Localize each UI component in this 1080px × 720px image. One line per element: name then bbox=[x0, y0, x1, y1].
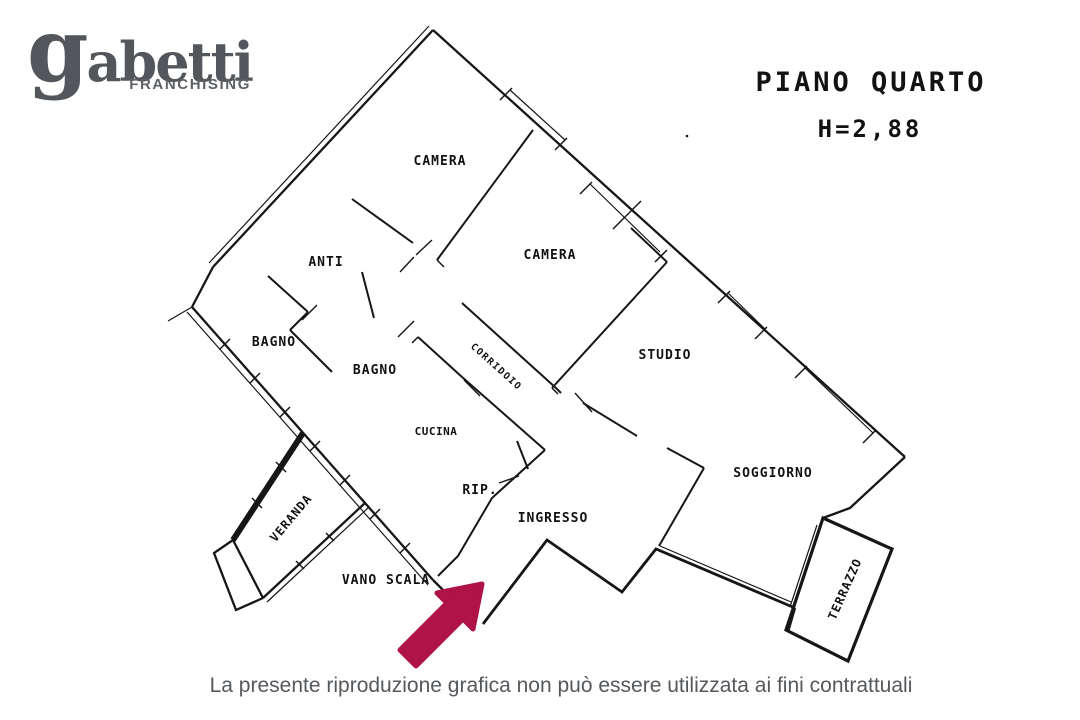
room-label-anti: ANTI bbox=[308, 255, 343, 270]
floor-title: PIANO QUARTO bbox=[755, 67, 986, 98]
ceiling-height-label: H=2,88 bbox=[818, 115, 923, 143]
room-label-vano-scala: VANO SCALA bbox=[342, 573, 430, 588]
terrazzo-structure bbox=[784, 515, 895, 664]
room-labels: CAMERA CAMERA ANTI BAGNO BAGNO CORRIDOIO… bbox=[252, 154, 865, 622]
disclaimer-text: La presente riproduzione grafica non può… bbox=[209, 674, 913, 697]
entrance-arrow-icon bbox=[397, 581, 485, 669]
logo-subtitle: FRANCHISING bbox=[129, 76, 251, 93]
exterior-walls bbox=[167, 25, 906, 633]
gabetti-logo: gabetti FRANCHISING bbox=[27, 6, 255, 94]
interior-walls bbox=[267, 129, 705, 577]
door-swing-marks bbox=[301, 239, 593, 484]
room-label-soggiorno: SOGGIORNO bbox=[733, 466, 812, 481]
veranda-structure bbox=[212, 431, 370, 612]
room-label-cucina: CUCINA bbox=[415, 425, 458, 438]
room-label-veranda: VERANDA bbox=[267, 491, 315, 544]
room-label-ingresso: INGRESSO bbox=[518, 511, 589, 526]
room-label-camera-1: CAMERA bbox=[414, 154, 467, 169]
room-label-corridoio: CORRIDOIO bbox=[468, 341, 524, 393]
room-label-studio: STUDIO bbox=[639, 348, 692, 363]
room-label-bagno-1: BAGNO bbox=[252, 335, 296, 350]
logo-initial: g bbox=[27, 0, 89, 102]
room-label-camera-2: CAMERA bbox=[524, 248, 577, 263]
logo-wordmark: gabetti bbox=[27, 6, 255, 94]
room-label-rip: RIP. bbox=[462, 483, 497, 498]
room-label-bagno-2: BAGNO bbox=[353, 363, 397, 378]
logo-rest: abetti bbox=[86, 30, 255, 94]
